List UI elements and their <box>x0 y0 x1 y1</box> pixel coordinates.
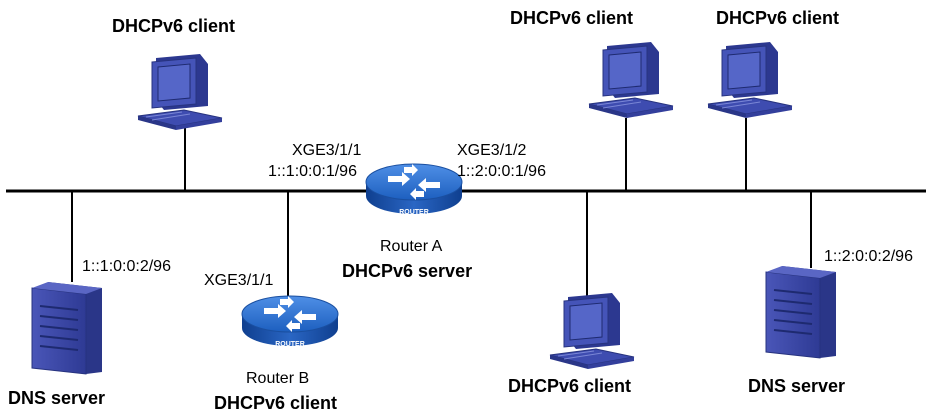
pc-top-mid-icon <box>588 41 674 119</box>
router-a-if2-name: XGE3/1/2 <box>457 142 527 159</box>
dns-server-left-icon <box>31 281 103 375</box>
router-a-if1-addr: 1::1:0:0:1/96 <box>268 163 357 180</box>
dns-server-right-icon <box>765 265 837 359</box>
dns-right-label: DNS server <box>748 376 846 396</box>
router-b-role: DHCPv6 client <box>214 393 338 413</box>
router-b-badge: ROUTER <box>275 341 305 348</box>
dns-left-address: 1::1:0:0:2/96 <box>82 258 171 275</box>
router-a-name: Router A <box>380 238 443 255</box>
router-a-if1-name: XGE3/1/1 <box>292 142 362 159</box>
pc-bottom-icon <box>549 292 635 370</box>
router-b-name: Router B <box>246 370 310 387</box>
router-a-badge: ROUTER <box>399 209 429 216</box>
pc-top-right-label: DHCPv6 client <box>716 8 840 28</box>
pc-bottom-label: DHCPv6 client <box>508 376 632 396</box>
router-b-if-name: XGE3/1/1 <box>204 272 274 289</box>
dns-left-label: DNS server <box>8 388 106 408</box>
pc-top-right-icon <box>707 41 793 119</box>
router-b-icon <box>241 295 339 347</box>
router-a-icon <box>365 163 463 215</box>
pc-top-left-icon <box>137 53 223 131</box>
pc-top-left-label: DHCPv6 client <box>112 16 236 36</box>
dns-right-address: 1::2:0:0:2/96 <box>824 248 913 265</box>
router-a-role: DHCPv6 server <box>342 261 473 281</box>
router-a-if2-addr: 1::2:0:0:1/96 <box>457 163 546 180</box>
pc-top-mid-label: DHCPv6 client <box>510 8 634 28</box>
